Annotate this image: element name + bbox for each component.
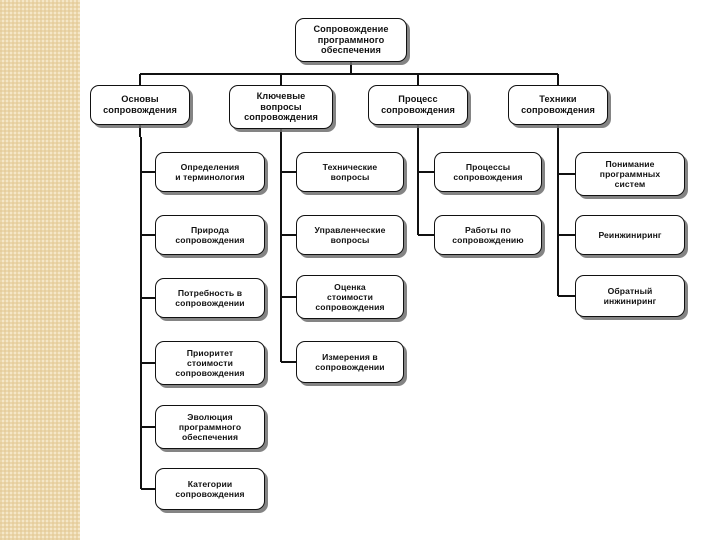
node-label: Эволюция программного обеспечения [178, 411, 242, 443]
node-leaf-реинжиниринг: Реинжиниринг [575, 215, 685, 255]
node-label: Приоритет стоимости сопровождения [175, 347, 245, 379]
node-leaf-природа-сопровождения: Природа сопровождения [155, 215, 265, 255]
node-leaf-приоритет-стоимости-сопровождения: Приоритет стоимости сопровождения [155, 341, 265, 385]
node-label: Процессы сопровождения [453, 161, 523, 182]
node-label: Техники сопровождения [521, 94, 595, 115]
node-leaf-потребность-в-сопровождении: Потребность в сопровождении [155, 278, 265, 318]
node-label: Технические вопросы [322, 161, 378, 182]
node-leaf-измерения-в-сопровождении: Измерения в сопровождении [296, 341, 404, 383]
node-leaf-эволюция-программного-обеспечения: Эволюция программного обеспечения [155, 405, 265, 449]
node-label: Сопровождение программного обеспечения [313, 23, 389, 56]
node-label: Обратный инжиниринг [603, 285, 657, 306]
node-label: Определения и терминология [175, 161, 245, 182]
node-label: Ключевые вопросы сопровождения [244, 90, 318, 123]
node-label: Процесс сопровождения [381, 94, 455, 115]
node-leaf-работы-по-сопровождению: Работы по сопровождению [434, 215, 542, 255]
node-leaf-оценка-стоимости-сопровождения: Оценка стоимости сопровождения [296, 275, 404, 319]
node-leaf-категории-сопровождения: Категории сопровождения [155, 468, 265, 510]
node-leaf-обратный-инжиниринг: Обратный инжиниринг [575, 275, 685, 317]
node-label: Реинжиниринг [598, 229, 662, 240]
node-label: Измерения в сопровождении [315, 351, 385, 372]
decorative-side-band [0, 0, 80, 540]
node-label: Категории сопровождения [175, 478, 245, 499]
node-label: Понимание программных систем [599, 158, 661, 190]
node-label: Природа сопровождения [175, 224, 245, 245]
node-branch-процесс-сопровождения: Процесс сопровождения [368, 85, 468, 125]
node-leaf-управленческие-вопросы: Управленческие вопросы [296, 215, 404, 255]
node-leaf-процессы-сопровождения: Процессы сопровождения [434, 152, 542, 192]
node-branch-техники-сопровождения: Техники сопровождения [508, 85, 608, 125]
node-label: Работы по сопровождению [452, 224, 524, 245]
node-branch-основы-сопровождения: Основы сопровождения [90, 85, 190, 125]
node-root: Сопровождение программного обеспечения [295, 18, 407, 62]
node-label: Основы сопровождения [103, 94, 177, 115]
node-branch-ключевые-вопросы-сопровождения: Ключевые вопросы сопровождения [229, 85, 333, 129]
node-leaf-понимание-программных-систем: Понимание программных систем [575, 152, 685, 196]
node-label: Управленческие вопросы [314, 224, 386, 245]
node-leaf-определения-и-терминология: Определения и терминология [155, 152, 265, 192]
node-label: Оценка стоимости сопровождения [315, 281, 385, 313]
node-label: Потребность в сопровождении [175, 287, 245, 308]
node-leaf-технические-вопросы: Технические вопросы [296, 152, 404, 192]
